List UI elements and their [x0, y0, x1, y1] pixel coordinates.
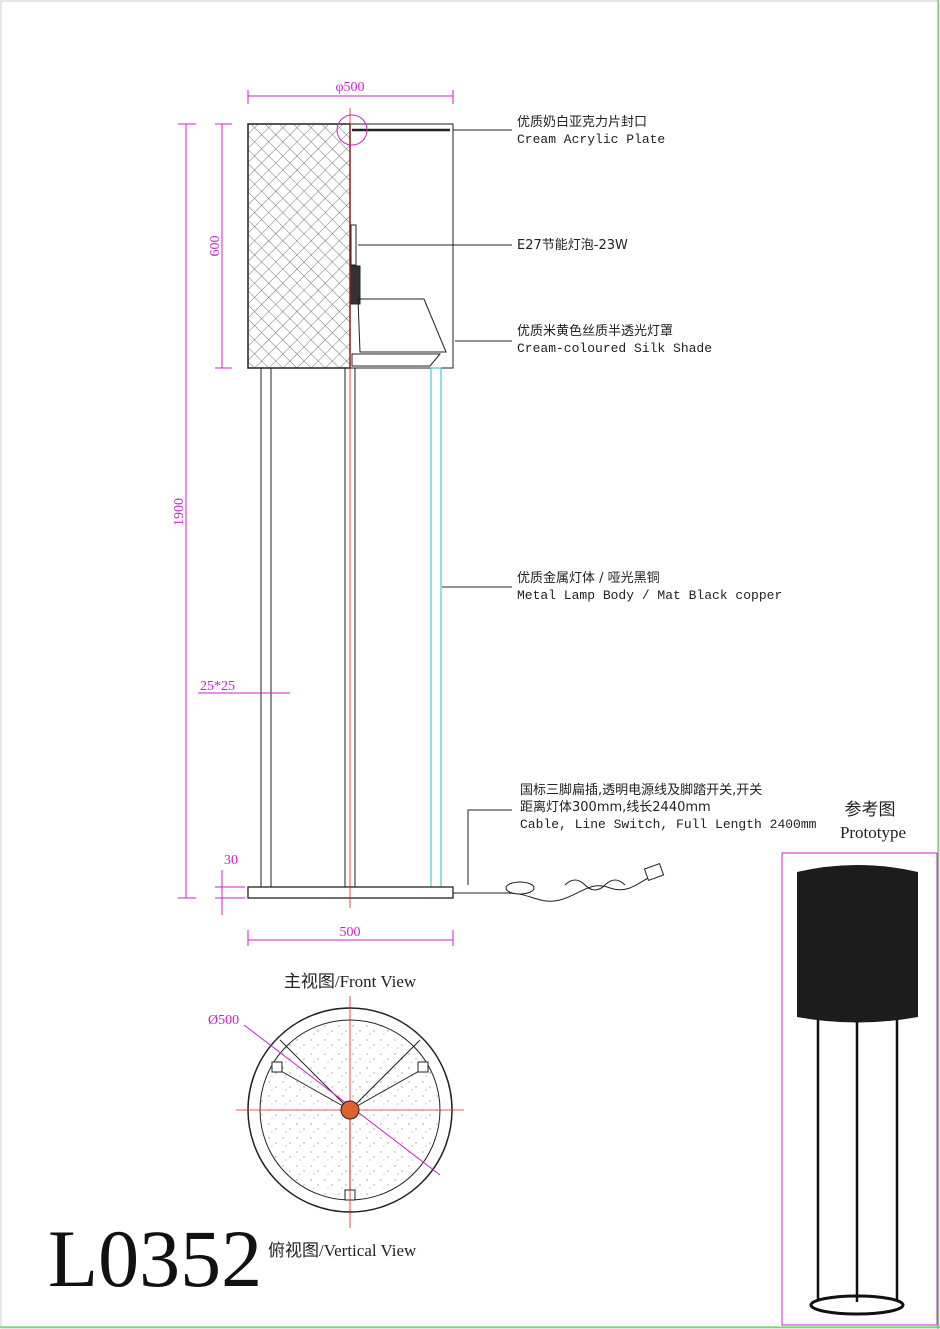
- prototype-image: [797, 865, 918, 1316]
- bulb: [350, 224, 357, 266]
- annotation-cn: 优质金属灯体 / 哑光黑铜: [517, 570, 660, 586]
- dim-total-height: 1900: [172, 498, 187, 526]
- dim-base-height: 30: [224, 853, 238, 868]
- cable-coil: [564, 879, 626, 891]
- cable-switch-plug: [453, 862, 665, 902]
- top-view: [236, 996, 464, 1228]
- annotation-cn-2: 距离灯体300mm,线长2440mm: [520, 799, 711, 815]
- front-view-label: 主视图/Front View: [284, 972, 417, 991]
- prototype-label-en: Prototype: [840, 823, 906, 842]
- annotation-cn: E27节能灯泡-23W: [517, 238, 628, 253]
- annotation-cn: 优质奶白亚克力片封口: [517, 114, 647, 130]
- bulb-socket: [349, 265, 361, 305]
- annotation-en: Cream Acrylic Plate: [517, 132, 665, 147]
- dimension-lines: [178, 90, 454, 946]
- bottom-ring: [351, 353, 442, 367]
- dim-leg-section: 25*25: [200, 679, 235, 694]
- dim-shade-height: 600: [208, 236, 223, 257]
- inner-diffuser: [357, 298, 447, 353]
- dim-shade-diameter: φ500: [335, 80, 364, 95]
- top-view-label: 俯视图/Vertical View: [268, 1241, 417, 1260]
- annotation-en: Cable, Line Switch, Full Length 2400mm: [520, 817, 817, 832]
- leader-lines: [358, 129, 512, 885]
- plug: [643, 862, 665, 882]
- prototype-shade: [797, 865, 918, 1023]
- annotation-cn: 优质米黄色丝质半透光灯罩: [517, 323, 673, 339]
- model-number: L0352: [48, 1213, 262, 1304]
- detail-circle: [336, 114, 368, 146]
- annotation-en: Metal Lamp Body / Mat Black copper: [517, 588, 782, 603]
- dim-base-width: 500: [340, 925, 361, 940]
- base: [247, 886, 454, 899]
- lamp-shade-section: [247, 114, 454, 369]
- foot-switch: [505, 881, 535, 895]
- lamp-body: [247, 108, 454, 908]
- dim-top-diameter: Ø500: [208, 1013, 239, 1028]
- annotation-cn: 国标三脚扁插,透明电源线及脚踏开关,开关: [520, 782, 762, 798]
- prototype-label-cn: 参考图: [845, 800, 896, 820]
- annotation-en: Cream-coloured Silk Shade: [517, 341, 712, 356]
